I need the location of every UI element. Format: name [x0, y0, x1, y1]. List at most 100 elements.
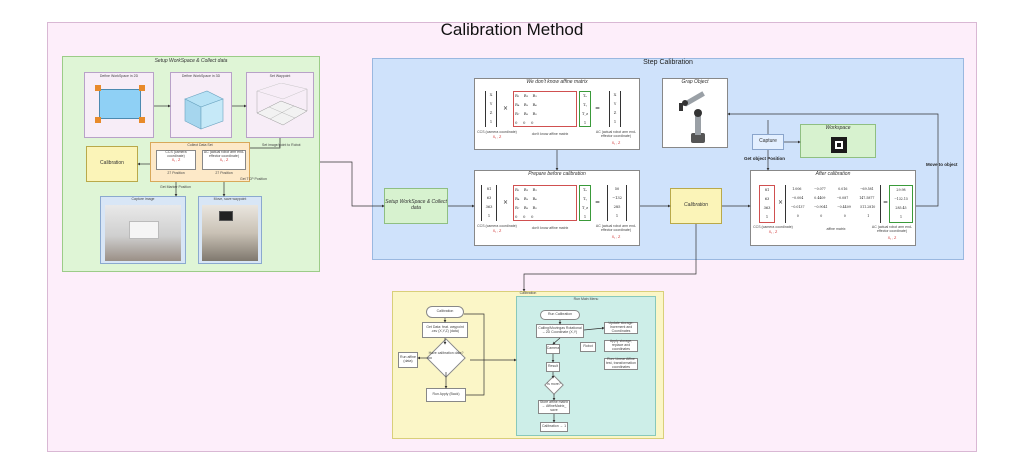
ac-box: AC (actual robot arm end-effector coordi… — [202, 150, 246, 170]
after-ac-label: AC (actual robot arm end-effector coordi… — [871, 225, 913, 233]
setup-calibration-label: Calibration — [100, 160, 124, 167]
menu-decision-label: Is more? — [547, 382, 561, 386]
collect-data-set-title: Collect Data Set — [187, 143, 213, 147]
flow-start: Calibration — [426, 306, 464, 318]
waypoint-grid-icon — [256, 83, 308, 126]
unknown-ccs-vars: X₁ , Z — [492, 135, 502, 139]
setup-panel-title: Setup WorkSpace & Collect data — [154, 58, 228, 64]
setup-workspace-box: Setup WorkSpace & Collect data — [384, 188, 448, 224]
workspace-2d-area — [99, 89, 141, 119]
after-ac-w: 1 — [899, 215, 903, 219]
after-m12: −0.087 — [836, 196, 849, 200]
unknown-ac-label: AC (actual robot arm end-effector coordi… — [595, 130, 637, 138]
flow-start-label: Calibration — [436, 309, 454, 314]
grap-object-title: Grap Object — [681, 79, 709, 85]
after-ccs-vars: X₁ , Z — [768, 230, 778, 234]
prep-ccs-vector: 81 63 363 1 — [481, 185, 497, 221]
prepare-box: Prepare before calibration 81 63 363 1 ×… — [474, 170, 640, 246]
thumb-define-3d: Define WorkSpace in 3D — [170, 72, 232, 138]
marker-icon — [95, 117, 101, 123]
workspace-label: Workspace — [825, 125, 851, 131]
side-note-marker: Get Marker Position — [160, 185, 191, 189]
grap-object-box: Grap Object — [662, 78, 728, 148]
prep-affine-matrix: R₁ R₂ R₃ R₄ R₅ R₆ R₇ R₈ R₉ 0 0 0 — [513, 185, 577, 221]
menu-step-1-label: Calling/Movingas Rotational – 2D Coordin… — [538, 326, 582, 334]
marker-icon — [139, 85, 145, 91]
after-ccs-x: 81 — [764, 188, 770, 192]
after-m01: −0.077 — [813, 187, 826, 191]
workspace-3d-cube-icon — [184, 90, 224, 130]
prep-ac-x: 50 — [614, 187, 620, 191]
after-m20: −0.0137 — [790, 205, 805, 209]
ccs-count: 27 Position — [156, 171, 196, 176]
get-object-position-label: Get object Position — [744, 156, 786, 161]
robot-arm-icon — [679, 91, 705, 143]
menu-small-3-label: Result — [548, 364, 558, 369]
prep-ccs-vars: X₁ , Z — [492, 229, 502, 233]
menu-end-label: Calibration → 1 — [541, 424, 567, 429]
thumb-define-2d-label: Define WorkSpace in 2D — [99, 74, 139, 78]
prep-ac-w: 1 — [615, 214, 619, 218]
aruco-core — [837, 143, 841, 147]
monitor-icon — [219, 211, 233, 221]
diagram-title: Calibration Method — [440, 20, 584, 39]
thumb-define-2d: Define WorkSpace in 2D — [84, 72, 154, 138]
after-m32: 0 — [843, 214, 846, 218]
multiply-sign: × — [503, 199, 509, 206]
after-ccs-label: CCS (camera coordinate) — [753, 225, 793, 229]
marker-icon — [139, 117, 145, 123]
calibration-box-label: Calibration — [684, 202, 708, 209]
side-note-tcp: Get TCP Position — [240, 177, 267, 181]
move-save-photo: Move, save waypoint — [198, 196, 262, 264]
step-calibration-title: Step Calibration — [643, 59, 693, 66]
affine-matrix-unknown: R₁ R₂ R₃ R₄ R₅ R₆ R₇ R₈ R₉ 0 0 0 — [513, 91, 577, 127]
menu-step-2: Store affine matrix → AffineMatrix_ save — [538, 400, 570, 414]
multiply-sign: × — [778, 199, 784, 206]
prep-ccs-x: 81 — [486, 187, 492, 191]
thumb-define-3d-label: Define WorkSpace in 3D — [181, 74, 221, 78]
setup-calibration-box: Calibration — [86, 146, 138, 182]
marker-icon — [95, 85, 101, 91]
menu-small-1-label: Camera — [546, 346, 560, 351]
after-mid-label: affine matrix — [826, 227, 846, 231]
calibration-flow-title: Calibration — [519, 291, 537, 295]
menu-side-3-label: Run: Linear Affine test, transformation … — [606, 357, 636, 369]
menu-step-2-label: Store affine matrix → AffineMatrix_ save — [539, 400, 569, 412]
unknown-ccs-label: CCS (camera coordinate) — [477, 130, 517, 134]
after-m33: 1 — [867, 214, 870, 218]
prep-ac-z: 285 — [613, 205, 621, 209]
menu-start-label: Run Calibration — [547, 312, 573, 317]
after-ccs-w: 1 — [765, 215, 769, 219]
after-m23: 511.2810 — [860, 205, 876, 209]
flow-bottom-label: Run Apply (Back) — [432, 392, 460, 397]
after-ccs-y: 63 — [764, 197, 770, 201]
after-calibration-box: After calibration 81 63 363 1 × 1.006−0.… — [750, 170, 916, 246]
move-save-label: Move, save waypoint — [213, 197, 247, 201]
unknown-ac-vars: X₁ , Z — [611, 141, 621, 145]
equals-sign: = — [595, 199, 601, 206]
menu-side-3: Run: Linear Affine test, transformation … — [604, 357, 638, 370]
prep-ccs-y: 63 — [486, 196, 492, 200]
after-m21: −0.9041 — [813, 205, 828, 209]
capture-box: Capture — [752, 134, 784, 150]
thumb-set-waypoint-label: Set Waypoint — [269, 74, 291, 78]
capture-image-label: Capture image — [131, 197, 155, 201]
after-m00: 1.006 — [792, 187, 802, 191]
thumb-set-waypoint: Set Waypoint — [246, 72, 314, 138]
menu-start: Run Calibration — [540, 310, 580, 320]
prep-ccs-label: CCS (camera coordinate) — [477, 224, 517, 228]
after-ac-vars: X₁ , Z — [887, 236, 897, 240]
ccs-label: CCS (camera coordinate) — [165, 150, 187, 158]
workspace-board — [129, 221, 159, 239]
prep-ac-vector: 50 −132 285 1 — [607, 185, 627, 221]
flow-left-label: Run affine (data) — [400, 355, 416, 363]
